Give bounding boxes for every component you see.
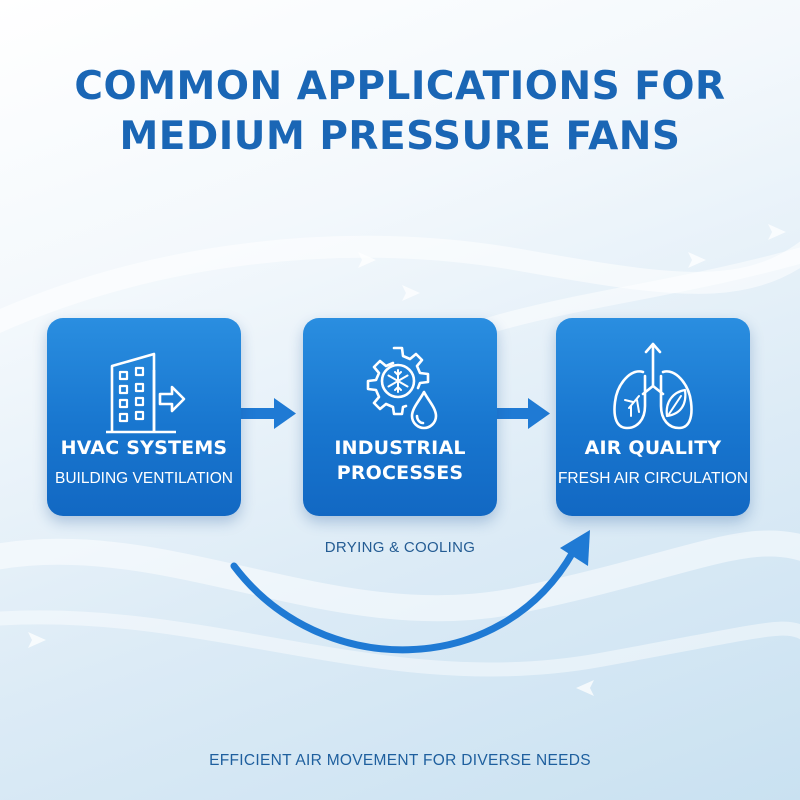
building-exhaust-icon: [106, 352, 186, 434]
page-title: COMMON APPLICATIONS FOR MEDIUM PRESSURE …: [0, 62, 800, 162]
industrial-caption: DRYING & COOLING: [324, 539, 476, 556]
card-title: AIR QUALITY: [584, 437, 722, 459]
footer-tagline: EFFICIENT AIR MOVEMENT FOR DIVERSE NEEDS: [209, 752, 591, 769]
title-line-2: MEDIUM PRESSURE FANS: [119, 114, 681, 159]
card-title: HVAC SYSTEMS: [60, 437, 228, 459]
gear-snowflake-droplet-icon: [366, 346, 438, 430]
title-line-1: COMMON APPLICATIONS FOR: [74, 64, 726, 109]
card-subtitle: BUILDING VENTILATION: [55, 470, 233, 487]
card-subtitle: FRESH AIR CIRCULATION: [557, 470, 749, 487]
card-title-line-2: PROCESSES: [336, 462, 464, 484]
card-air-quality: AIR QUALITY FRESH AIR CIRCULATION: [556, 318, 750, 516]
card-title-line-1: INDUSTRIAL: [334, 437, 466, 459]
card-hvac-systems: HVAC SYSTEMS BUILDING VENTILATION: [47, 318, 241, 516]
card-industrial-processes: INDUSTRIAL PROCESSES: [303, 318, 497, 516]
lungs-leaf-icon: [613, 342, 693, 430]
